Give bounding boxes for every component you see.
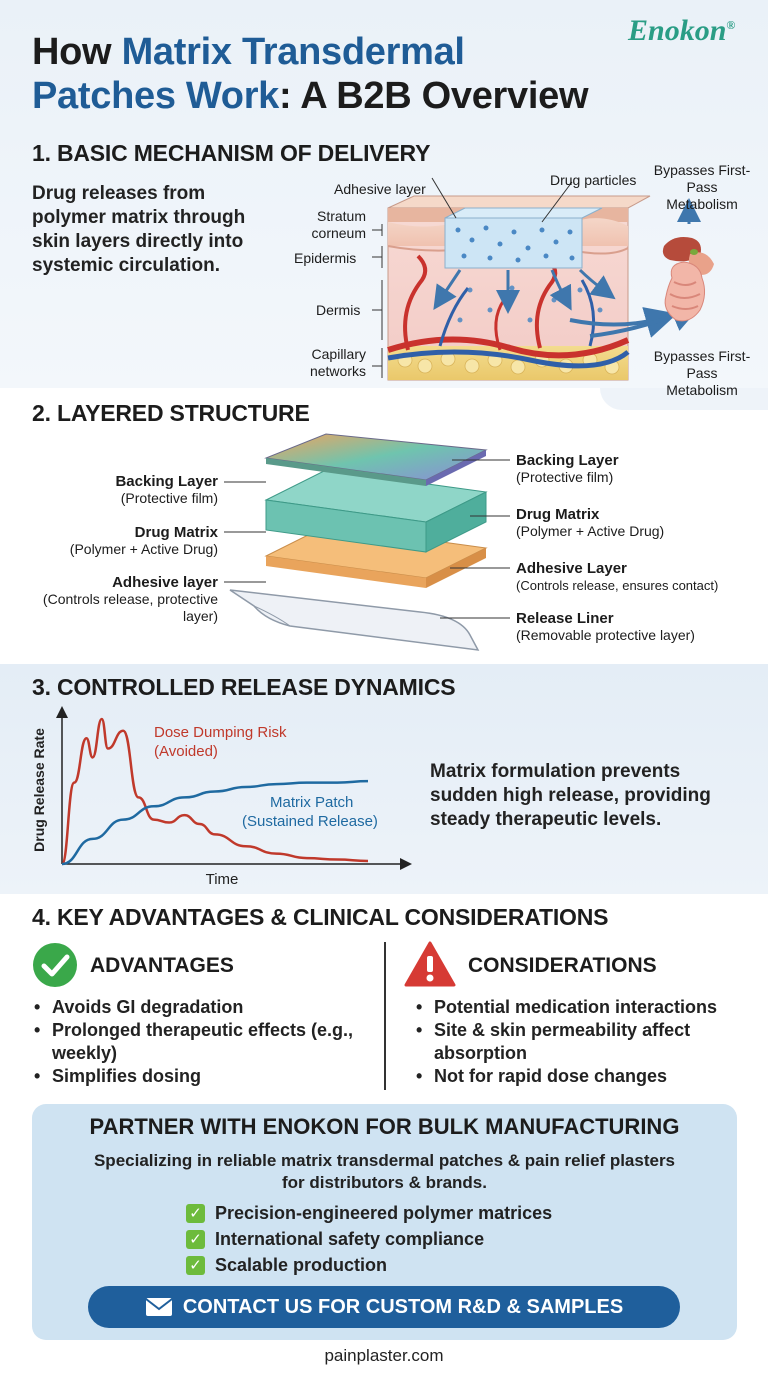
considerations-title: CONSIDERATIONS	[468, 954, 657, 977]
right-label-release-liner: Release Liner(Removable protective layer…	[516, 610, 695, 643]
cta-subtitle: Specializing in reliable matrix transder…	[93, 1151, 676, 1192]
list-item: ✓International safety compliance	[186, 1226, 552, 1252]
label-drug-particles: Drug particles	[550, 172, 637, 188]
footer-url[interactable]: painplaster.com	[324, 1346, 444, 1365]
right-label-adhesive: Adhesive Layer(Controls release, ensures…	[516, 560, 719, 593]
list-item: Simplifies dosing	[30, 1065, 375, 1088]
considerations-list: Potential medication interactions Site &…	[412, 996, 757, 1088]
page-title: How Matrix Transdermal Patches Work: A B…	[32, 31, 589, 117]
cta-check-list: ✓Precision-engineered polymer matrices ✓…	[186, 1200, 552, 1278]
label-epidermis: Epidermis	[294, 250, 357, 266]
section1-description: Drug releases from polymer matrix throug…	[32, 183, 246, 276]
section3-heading: 3. CONTROLLED RELEASE DYNAMICS	[32, 674, 456, 700]
left-label-drug-matrix: Drug Matrix(Polymer + Active Drug)	[69, 524, 218, 557]
release-chart: Drug Release Rate Time Dose Dumping Risk…	[31, 706, 412, 888]
cta-title: PARTNER WITH ENOKON FOR BULK MANUFACTURI…	[89, 1114, 680, 1139]
list-item: Avoids GI degradation	[30, 996, 375, 1019]
right-label-backing: Backing Layer(Protective film)	[516, 452, 619, 485]
advantages-list: Avoids GI degradation Prolonged therapeu…	[30, 996, 375, 1088]
series-line-dose-dumping	[60, 717, 369, 866]
left-label-adhesive: Adhesive layer(Controls release, protect…	[42, 574, 218, 624]
patch-layers-illustration	[229, 433, 488, 651]
list-item: Potential medication interactions	[412, 996, 757, 1019]
section3-background	[0, 664, 768, 894]
section3-description: Matrix formulation prevents sudden high …	[430, 761, 711, 830]
label-sustained-release: (Sustained Release)	[242, 813, 378, 830]
warning-triangle-icon	[404, 941, 456, 987]
checkbox-icon: ✓	[186, 1255, 205, 1275]
list-item: ✓Precision-engineered polymer matrices	[186, 1200, 552, 1226]
list-item: ✓Scalable production	[186, 1252, 552, 1278]
checkbox-icon: ✓	[186, 1203, 205, 1223]
list-item: Not for rapid dose changes	[412, 1065, 757, 1088]
layer-leader-lines	[224, 459, 510, 619]
envelope-icon	[145, 1298, 173, 1316]
advantages-title: ADVANTAGES	[90, 954, 234, 977]
brand-logo: Enokon®	[628, 14, 736, 47]
skin-delivery-illustration	[372, 177, 714, 381]
left-label-backing: Backing Layer(Protective film)	[115, 473, 218, 506]
list-item: Site & skin permeability affect absorpti…	[412, 1019, 757, 1065]
y-axis-label: Drug Release Rate	[31, 728, 47, 852]
section4-heading: 4. KEY ADVANTAGES & CLINICAL CONSIDERATI…	[32, 904, 609, 930]
label-bypass-bottom: Bypasses First-Pass Metabolism	[653, 348, 751, 398]
label-avoided: (Avoided)	[154, 743, 218, 760]
contact-button[interactable]: CONTACT US FOR CUSTOM R&D & SAMPLES	[88, 1286, 680, 1328]
list-item: Prolonged therapeutic effects (e.g., wee…	[30, 1019, 375, 1065]
label-dermis: Dermis	[316, 302, 361, 318]
series-line-matrix-patch	[61, 779, 369, 866]
label-matrix-patch: Matrix Patch	[270, 794, 353, 811]
label-adhesive-layer: Adhesive layer	[334, 181, 426, 197]
column-divider	[384, 942, 386, 1090]
right-label-drug-matrix: Drug Matrix(Polymer + Active Drug)	[516, 506, 665, 539]
label-bypass-top: Bypasses First-Pass Metabolism	[653, 162, 751, 212]
checkbox-icon: ✓	[186, 1229, 205, 1249]
section2-heading: 2. LAYERED STRUCTURE	[32, 400, 310, 426]
label-dose-dumping: Dose Dumping Risk	[154, 724, 287, 741]
section1-heading: 1. BASIC MECHANISM OF DELIVERY	[32, 140, 431, 166]
checkmark-circle-icon	[33, 943, 77, 987]
label-stratum-corneum: Stratum corneum	[311, 208, 366, 241]
x-axis-label: Time	[206, 871, 239, 888]
label-capillary-networks: Capillary networks	[309, 346, 366, 379]
section1-background-tail	[600, 388, 768, 410]
